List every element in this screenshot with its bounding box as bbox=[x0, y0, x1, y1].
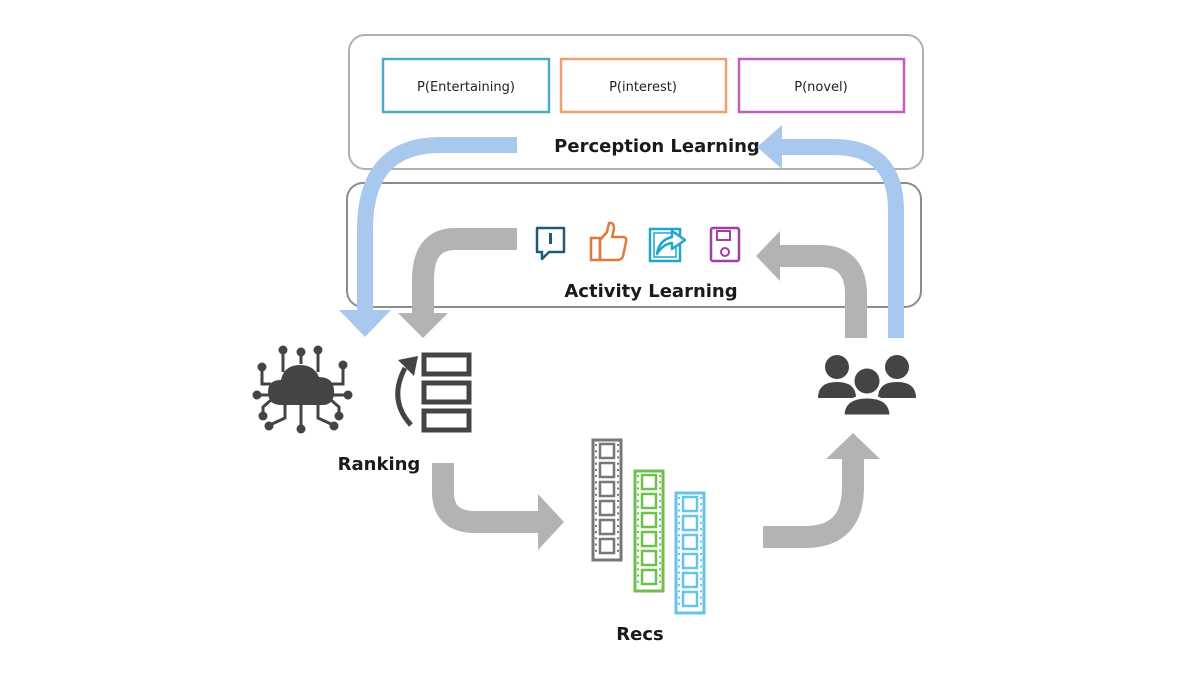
gray-arrow-ranking-to-recs bbox=[432, 463, 540, 533]
perception-learning-title: Perception Learning bbox=[554, 136, 760, 157]
p-interest-box bbox=[559, 57, 728, 114]
gray-arrow-activity-to-ranking bbox=[412, 228, 517, 318]
activity-learning-title: Activity Learning bbox=[564, 281, 737, 302]
ranking-label: Ranking bbox=[338, 454, 421, 475]
film-strip-2 bbox=[633, 469, 665, 593]
rank-list-icon bbox=[395, 352, 472, 433]
feedback-icon bbox=[535, 226, 566, 261]
gray-arrowhead-users bbox=[826, 433, 880, 459]
gray-arrowhead-recs bbox=[538, 494, 564, 550]
p-novel-label: P(novel) bbox=[794, 80, 847, 95]
save-icon bbox=[709, 226, 741, 263]
p-entertaining-box bbox=[381, 57, 551, 114]
blue-arrowhead-ranking bbox=[339, 310, 391, 337]
gray-arrow-recs-to-users bbox=[763, 457, 864, 548]
recs-label: Recs bbox=[616, 624, 663, 645]
cloud-network-icon bbox=[252, 345, 353, 434]
blue-arrowhead-perception bbox=[757, 125, 782, 169]
p-novel-box bbox=[737, 57, 906, 114]
film-strip-3 bbox=[674, 491, 706, 615]
share-icon bbox=[648, 227, 687, 263]
gray-arrowhead-ranking bbox=[398, 313, 448, 338]
gray-arrowhead-activity bbox=[756, 231, 780, 281]
users-icon bbox=[818, 355, 916, 418]
thumbs-up-icon bbox=[589, 221, 628, 262]
blue-arrow-perception-to-ranking bbox=[357, 137, 517, 312]
blue-arrow-users-to-perception bbox=[780, 139, 904, 338]
gray-arrow-users-to-activity bbox=[778, 245, 867, 338]
film-strip-1 bbox=[591, 438, 623, 562]
p-entertaining-label: P(Entertaining) bbox=[417, 80, 515, 95]
p-interest-label: P(interest) bbox=[609, 80, 677, 95]
recs-film-strips bbox=[591, 438, 706, 615]
